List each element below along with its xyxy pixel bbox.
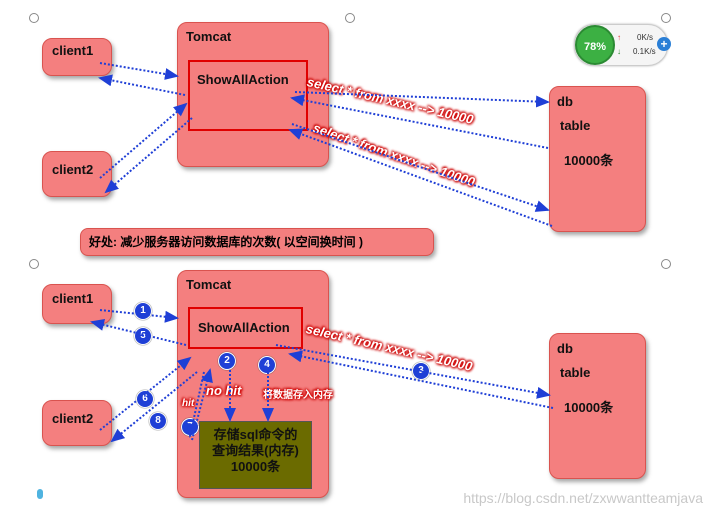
store-to-memory-label: 将数据存入内存 [263,390,333,401]
arrow [99,309,179,323]
db-box: db table 10000条 [549,333,646,479]
action-box: ShowAllAction [188,60,308,131]
client1-box: client1 [42,284,112,324]
db-label: db [557,341,573,356]
arrow [99,356,192,431]
plus-icon[interactable]: + [657,37,671,51]
rows-label: 10000条 [564,400,614,415]
arrow [288,128,553,227]
client2-label: client2 [52,411,94,426]
table-label: table [560,118,591,133]
arrow [99,102,188,179]
cache-line-3: 10000条 [230,459,281,474]
cache-line-1: 存储sql命令的 [213,427,298,442]
percent-badge: 78% [575,25,615,65]
arrow [98,74,186,96]
db-label: db [557,94,573,109]
client2-box: client2 [42,151,112,197]
step-badge-3: 3 [412,362,430,380]
action-box: ShowAllAction [188,307,303,349]
no-hit-label: no hit [206,383,242,398]
step-badge-2: 2 [218,352,236,370]
arrow [294,91,550,108]
tomcat-label: Tomcat [186,29,232,44]
step-badge-1: 1 [134,302,152,320]
arrow [104,117,193,194]
tomcat-label: Tomcat [186,277,232,292]
client1-box: client1 [42,38,112,76]
watermark: https://blog.csdn.net/zxwwantteamjava [463,490,703,506]
arrow [275,344,551,399]
client1-label: client1 [52,291,94,306]
corner-ring [661,259,671,269]
corner-ring [345,13,355,23]
arrow [186,371,205,438]
corner-ring [661,13,671,23]
table-label: table [560,365,591,380]
benefit-note: 好处: 减少服务器访问数据库的次数( 以空间换时间 ) [80,228,434,256]
arrow [288,350,554,409]
arrow [291,123,550,212]
upload-arrow-icon: ↑ [617,33,621,42]
step-badge-6: 6 [136,390,154,408]
arrow [191,368,213,441]
arrow [99,62,179,80]
upload-speed: 0K/s [637,33,654,42]
hit-label: hit [182,398,195,409]
arrow [90,319,187,346]
arrow [110,371,198,443]
network-speed-widget[interactable]: 78% ↑ 0K/s ↓ 0.1K/s + [574,24,671,66]
download-arrow-icon: ↓ [617,47,621,56]
db-box: db table 10000条 [549,86,646,232]
arrow [290,94,549,149]
corner-ring [29,259,39,269]
pin-icon [37,489,43,499]
corner-ring [29,13,39,23]
client1-label: client1 [52,43,94,58]
step-badge-8: 8 [149,412,167,430]
memory-cache-box: 存储sql命令的 查询结果(内存) 10000条 [199,421,312,489]
rows-label: 10000条 [564,153,614,168]
action-label: ShowAllAction [197,72,289,87]
client2-label: client2 [52,162,94,177]
download-speed: 0.1K/s [633,47,656,56]
action-label: ShowAllAction [198,320,290,335]
cache-line-2: 查询结果(内存) [212,443,299,458]
client2-box: client2 [42,400,112,446]
